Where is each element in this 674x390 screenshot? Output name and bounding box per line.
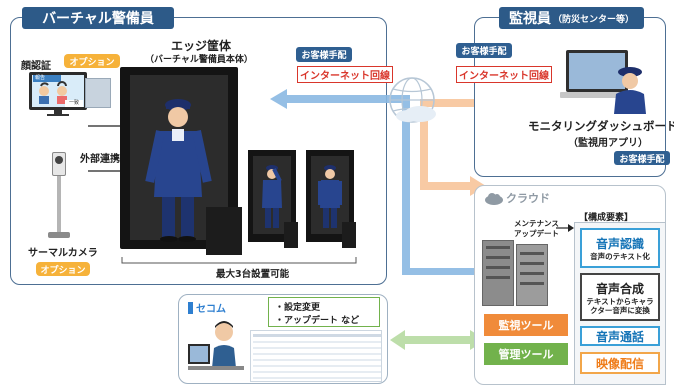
- components-title: 【構成要素】: [579, 213, 634, 223]
- internet-line-left: インターネット回線: [297, 66, 393, 83]
- secom-logo: セコム: [188, 300, 226, 315]
- secom-logo-text: セコム: [196, 304, 226, 315]
- screen-bar-text: 報告: [33, 75, 61, 82]
- thermal-option-badge: オプション: [36, 262, 90, 276]
- monitor-title: 監視員 （防災センター等）: [499, 7, 644, 29]
- customer-prep-badge-right: お客様手配: [456, 43, 512, 58]
- monitor-operator-icon: [614, 67, 646, 114]
- guard-avatar-salute: [262, 165, 282, 228]
- face-auth-option-badge: オプション: [64, 54, 120, 68]
- edge-title: エッジ筐体: [171, 39, 232, 53]
- secom-screen-table: [250, 330, 382, 382]
- monitor-title-suffix: （防災センター等）: [552, 14, 634, 25]
- laptop-icon: [560, 44, 642, 110]
- external-link-label: 外部連携: [80, 154, 120, 165]
- dashboard-title: モニタリングダッシュボード: [528, 119, 674, 133]
- feature-speech-recognition: 音声認識 音声のテキスト化: [580, 228, 660, 268]
- cloud-title: クラウド: [484, 190, 550, 206]
- feature-title-2: 音声通話: [595, 329, 644, 344]
- feature-title-0: 音声認識: [595, 237, 644, 251]
- dashboard-prep-badge: お客様手配: [614, 151, 670, 165]
- customer-prep-badge-left: お客様手配: [296, 47, 352, 62]
- feature-video-delivery: 映像配信: [580, 352, 660, 374]
- face-icons: [39, 81, 67, 104]
- feature-sub-1: テキストからキャラクター音声に変換: [586, 296, 654, 315]
- feature-sub-0: 音声のテキスト化: [590, 252, 650, 261]
- cloud-title-text: クラウド: [506, 192, 550, 205]
- guard-avatar-large: [145, 99, 212, 242]
- feature-title-1: 音声合成: [595, 281, 644, 296]
- secom-note-line1: ・設定変更: [275, 303, 321, 313]
- maintenance-arrow: [556, 224, 574, 232]
- feature-speech-synthesis: 音声合成 テキストからキャラクター音声に変換: [580, 273, 660, 321]
- maintenance-label-2: アップデート: [514, 229, 559, 238]
- maintenance-label-1: メンテナンス: [514, 219, 559, 228]
- building-icon: [85, 78, 111, 108]
- max-units-label: 最大3台設置可能: [216, 269, 290, 280]
- secom-note-line2: ・アップデート など: [275, 316, 360, 326]
- secom-note-box: ・設定変更 ・アップデート など: [268, 297, 380, 327]
- max-units-bracket: [121, 257, 357, 264]
- screen-match-text: 一致: [65, 100, 83, 107]
- edge-chassis-large: [120, 67, 242, 257]
- thermal-camera-label: サーマルカメラ: [28, 248, 98, 259]
- guard-avatar-standing: [318, 165, 342, 228]
- feature-title-3: 映像配信: [595, 356, 644, 371]
- edge-chassis-small-2: [306, 150, 356, 248]
- dashboard-subtitle: （監視用アプリ）: [568, 138, 648, 149]
- monitor-title-text: 監視員: [508, 11, 551, 27]
- monitor-tool-button[interactable]: 監視ツール: [484, 314, 568, 336]
- server-rack-icon: [482, 240, 548, 310]
- admin-tool-button[interactable]: 管理ツール: [484, 343, 568, 365]
- internet-line-right: インターネット回線: [456, 66, 552, 83]
- internet-globe-icon: [389, 77, 436, 123]
- virtual-guard-title: バーチャル警備員: [22, 7, 174, 29]
- face-auth-label: 顔認証: [21, 61, 51, 72]
- thermal-camera-icon: [48, 152, 78, 242]
- feature-voice-call: 音声通話: [580, 326, 660, 346]
- face-auth-monitor: 報告 一致: [29, 72, 87, 116]
- secom-operator-icon: [188, 321, 244, 370]
- cloud-icon: [485, 193, 503, 205]
- edge-chassis-small-1: [248, 150, 298, 248]
- edge-subtitle: （バーチャル警備員本体）: [145, 55, 253, 65]
